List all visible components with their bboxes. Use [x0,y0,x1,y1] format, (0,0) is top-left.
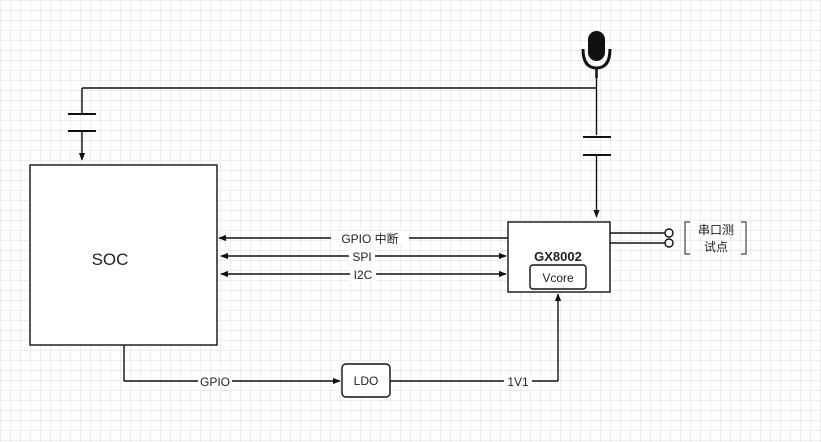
soc-block: SOC [29,164,218,346]
uart-test-lines [610,228,674,248]
test-point-icon [664,238,674,248]
mic-wiring [78,78,600,218]
uart-test-annotation: 串口测 试点 [684,221,747,255]
gpio-interrupt-line: GPIO 中断 [218,231,508,246]
spi-line: SPI [220,249,507,264]
ldo-label: LDO [354,374,379,388]
test-point-icon [664,228,674,238]
gpio-to-ldo-line: GPIO [123,345,341,389]
gx8002-label: GX8002 [534,249,582,264]
spi-label: SPI [352,250,371,264]
capacitor-icon [68,113,96,132]
gx8002-block: GX8002 Vcore [507,221,611,293]
gpio-interrupt-label: GPIO 中断 [341,231,398,246]
capacitor-icon [583,136,611,156]
i2c-line: I2C [220,267,507,282]
v1v1-label: 1V1 [507,375,529,389]
v1v1-line: 1V1 [390,293,562,389]
uart-test-label-line2: 试点 [704,239,728,254]
soc-label: SOC [92,250,129,269]
uart-test-label-line1: 串口测 [698,223,734,237]
i2c-label: I2C [354,268,373,282]
gpio-label: GPIO [200,375,230,389]
vcore-label: Vcore [542,271,574,285]
ldo-block: LDO [341,363,391,398]
microphone-icon [581,31,612,78]
